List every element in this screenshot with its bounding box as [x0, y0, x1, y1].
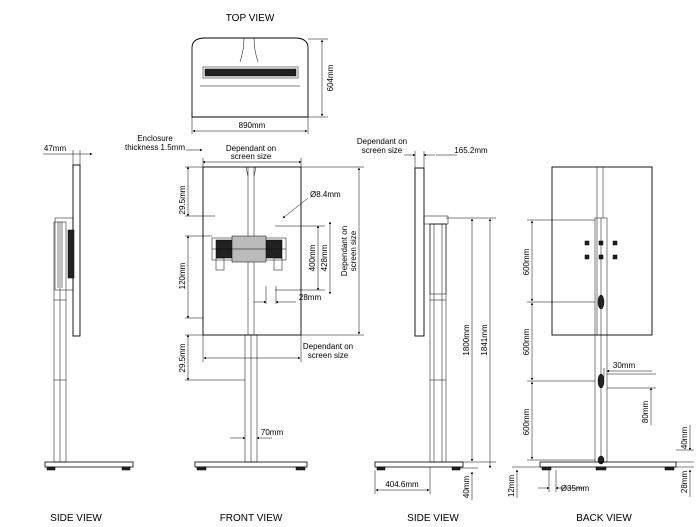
- back-base: [539, 461, 677, 468]
- dim-hole-diameter: Ø8.4mm: [310, 190, 341, 199]
- side-right-foot: [451, 466, 461, 471]
- back-view: 600mm 600mm 600mm 30mm 80mm 40mm 28mm 12…: [507, 166, 694, 524]
- top-view-pole-contour: [239, 37, 259, 63]
- side-view-right-title: SIDE VIEW: [407, 513, 459, 524]
- back-view-title: BACK VIEW: [576, 513, 632, 524]
- back-foot: [595, 466, 607, 471]
- back-cable-port: [597, 294, 605, 310]
- back-foot: [541, 466, 552, 471]
- dim-back-30: 30mm: [613, 361, 636, 370]
- dim-side-404: 404.6mm: [385, 480, 419, 489]
- side-view-left: 47mm SIDE VIEW: [43, 144, 134, 524]
- dim-side-47: 47mm: [44, 144, 67, 153]
- top-view-outline: [191, 37, 309, 118]
- side-view-right: Dependant on screen size 165.2mm 1800mm …: [357, 137, 496, 524]
- dep-front-top-2: screen size: [231, 152, 272, 161]
- dim-front-400: 400mm: [308, 244, 317, 271]
- top-view-vent-frame: [202, 66, 299, 79]
- dep-front-bottom-1: Dependant on: [303, 342, 353, 351]
- back-bolt-hole: [584, 240, 590, 246]
- dim-back-40: 40mm: [680, 427, 689, 450]
- dim-back-600-top: 600mm: [522, 248, 531, 275]
- dim-front-120: 120mm: [178, 262, 187, 289]
- back-foot: [664, 466, 675, 471]
- side-foot: [121, 466, 131, 471]
- side-foot: [46, 466, 56, 471]
- top-view-vent-slots: [204, 68, 297, 77]
- side-right-screen-panel: [414, 167, 425, 337]
- dim-side-165: 165.2mm: [454, 146, 488, 155]
- front-top-notch: [253, 166, 257, 177]
- dim-back-600-mid: 600mm: [522, 328, 531, 355]
- front-view-title: FRONT VIEW: [220, 513, 283, 524]
- dep-side-2: screen size: [362, 146, 403, 155]
- back-bolt-hole: [612, 240, 618, 246]
- back-bolt-hole: [584, 254, 590, 260]
- dim-front-29-top: 29.5mm: [178, 185, 187, 214]
- dim-back-80: 80mm: [641, 401, 650, 424]
- side-right-bracket: [429, 223, 447, 295]
- front-view: Enclosure thickness 1.5mm Dependant on s…: [125, 134, 364, 524]
- hole-leader: [282, 197, 309, 219]
- dim-side-1800: 1800mm: [462, 324, 471, 355]
- enclosure-label-2: thickness 1.5mm: [125, 143, 185, 152]
- side-right-bracket-top: [423, 215, 449, 225]
- dim-front-428: 428mm: [320, 244, 329, 271]
- front-foot: [295, 466, 306, 471]
- dim-front-70: 70mm: [261, 428, 284, 437]
- dim-back-35: Ø35mm: [561, 484, 590, 493]
- back-screen-panel: [551, 166, 653, 336]
- dep-front-bottom-2: screen size: [308, 351, 349, 360]
- top-view-title: TOP VIEW: [226, 13, 275, 24]
- front-top-notch: [245, 166, 249, 177]
- side-base: [44, 461, 134, 468]
- dim-back-28: 28mm: [680, 471, 689, 494]
- dim-front-29-bottom: 29.5mm: [178, 343, 187, 372]
- dep-front-right-2: screen size: [349, 230, 358, 271]
- side-mount-plate: [67, 229, 75, 279]
- dim-top-width: 890mm: [239, 121, 266, 130]
- dim-side-1841: 1841mm: [480, 324, 489, 355]
- dep-front-right-1: Dependant on: [340, 226, 349, 276]
- side-right-pole: [429, 223, 447, 463]
- side-right-base: [374, 461, 464, 468]
- front-foot: [196, 466, 207, 471]
- front-base: [194, 461, 308, 468]
- top-view: TOP VIEW 604mm 890mm: [191, 13, 335, 134]
- dim-back-12: 12mm: [507, 475, 516, 498]
- dim-top-depth: 604mm: [326, 64, 335, 91]
- vesa-mount-tab: [215, 257, 225, 271]
- dep-side-1: Dependant on: [357, 137, 407, 146]
- side-right-foot: [376, 466, 386, 471]
- dim-back-600-bottom: 600mm: [522, 408, 531, 435]
- vesa-mount-tab: [273, 257, 283, 271]
- dep-front-top-1: Dependant on: [226, 144, 276, 153]
- dim-side-40: 40mm: [462, 476, 471, 499]
- enclosure-label-1: Enclosure: [137, 134, 173, 143]
- dim-front-28: 28mm: [299, 293, 322, 302]
- side-view-left-title: SIDE VIEW: [50, 513, 102, 524]
- back-cable-port: [597, 455, 605, 465]
- back-bolt-hole: [612, 254, 618, 260]
- back-cable-port: [597, 373, 605, 389]
